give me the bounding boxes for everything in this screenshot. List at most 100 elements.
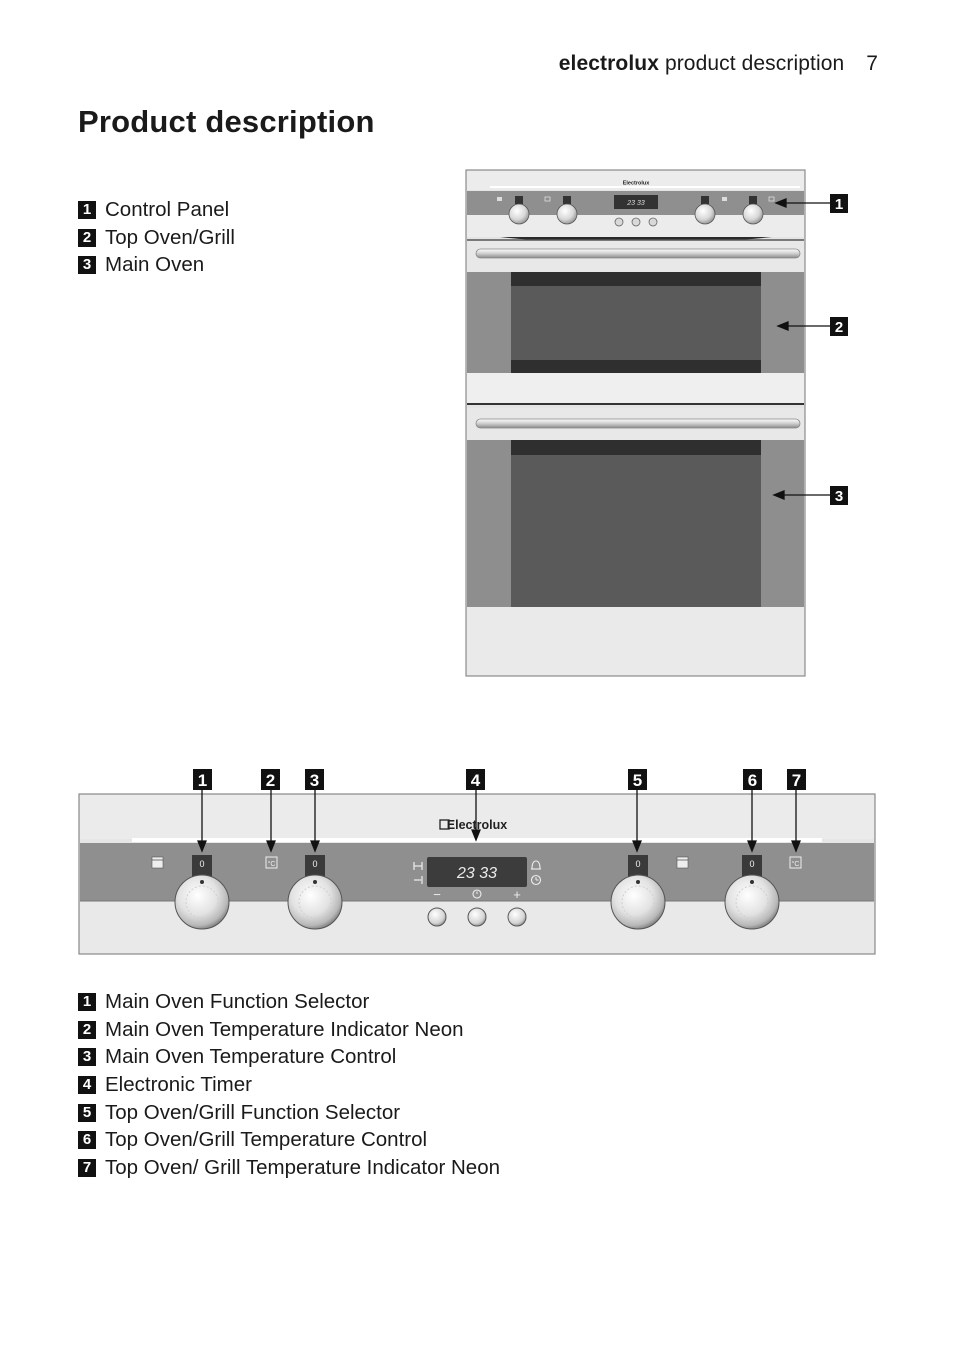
control-knob <box>556 196 578 225</box>
legend-number-badge: 1 <box>78 992 96 1011</box>
legend-label: Main Oven Function Selector <box>105 989 370 1013</box>
legend-number-badge: 7 <box>78 1158 96 1177</box>
svg-text:0: 0 <box>635 859 640 869</box>
oven-parts-legend: 1 Control Panel 2 Top Oven/Grill 3 Main Ove… <box>78 196 235 279</box>
svg-text:1: 1 <box>198 771 207 790</box>
legend-label: Electronic Timer <box>105 1072 252 1096</box>
callout-badge: 6 <box>743 769 762 790</box>
legend-item: 3 Main Oven Temperature Control <box>78 1043 500 1071</box>
oven-function-icon <box>497 197 502 201</box>
control-panel-illustration: Electrolux °C °C 0 0 0 0 23 33 <box>78 769 876 955</box>
page-header: electrolux product description 7 <box>559 52 878 76</box>
legend-label: Top Oven/Grill Function Selector <box>105 1100 401 1124</box>
legend-number-badge: 3 <box>78 1048 96 1067</box>
legend-label: Top Oven/Grill Temperature Control <box>105 1128 428 1152</box>
control-knob <box>742 196 764 225</box>
legend-number-badge: 2 <box>78 1020 96 1039</box>
timer-plus-button <box>507 907 527 927</box>
clock-icon <box>530 874 542 886</box>
legend-label: Main Oven <box>105 253 205 277</box>
callout-badge: 1 <box>193 769 212 790</box>
legend-number-badge: 2 <box>78 228 96 247</box>
svg-text:3: 3 <box>835 488 843 505</box>
control-knob <box>508 196 530 225</box>
callout-badge: 5 <box>628 769 647 790</box>
thermometer-icon <box>544 196 551 202</box>
callout-badge: 4 <box>466 769 485 790</box>
legend-item: 7 Top Oven/ Grill Temperature Indicator N… <box>78 1154 500 1182</box>
legend-item: 3 Main Oven <box>78 251 235 279</box>
svg-text:3: 3 <box>310 771 319 790</box>
grill-function-icon <box>722 197 727 201</box>
oven-illustration: Electrolux 23 33 1 2 3 <box>465 169 848 677</box>
svg-text:°C: °C <box>268 860 276 868</box>
header-brand: electrolux <box>558 52 659 75</box>
top-oven-window <box>511 272 761 373</box>
svg-text:°C: °C <box>792 860 800 868</box>
legend-label: Main Oven Temperature Control <box>105 1045 397 1069</box>
main-oven-window <box>511 440 761 607</box>
page-title: Product description <box>78 104 375 139</box>
legend-number-badge: 3 <box>78 256 96 275</box>
legend-number-badge: 4 <box>78 1075 96 1094</box>
oven-brand-label: Electrolux <box>623 181 651 187</box>
panel-brand-label: Electrolux <box>447 818 507 832</box>
legend-item: 4 Electronic Timer <box>78 1071 500 1099</box>
callout-badge: 3 <box>830 486 848 505</box>
legend-number-badge: 6 <box>78 1131 96 1150</box>
main-oven-handle <box>475 418 801 429</box>
thermometer-icon: °C <box>789 856 802 869</box>
top-oven-handle <box>475 248 801 259</box>
legend-number-badge: 1 <box>78 200 96 219</box>
legend-label: Top Oven/Grill <box>105 225 235 249</box>
svg-text:5: 5 <box>633 771 642 790</box>
timer-button <box>631 217 641 227</box>
legend-number-badge: 5 <box>78 1103 96 1122</box>
svg-text:7: 7 <box>792 771 801 790</box>
main-oven-function-knob: 0 <box>174 855 230 930</box>
thermometer-icon <box>768 196 775 202</box>
timer-duration-icon <box>413 862 423 870</box>
svg-text:0: 0 <box>312 859 317 869</box>
callout-badge: 3 <box>305 769 324 790</box>
legend-item: 5 Top Oven/Grill Function Selector <box>78 1099 500 1127</box>
timer-button <box>614 217 624 227</box>
oven-function-icon <box>151 856 164 869</box>
top-oven-function-knob: 0 <box>610 855 666 930</box>
page-number: 7 <box>866 52 878 75</box>
timer-display-small-text: 23 33 <box>626 200 645 207</box>
svg-text:2: 2 <box>835 319 843 336</box>
main-oven-temperature-knob: 0 <box>287 855 343 930</box>
svg-text:6: 6 <box>748 771 757 790</box>
timer-minus-button <box>427 907 447 927</box>
svg-text:4: 4 <box>471 771 481 790</box>
timer-button <box>648 217 658 227</box>
header-section: product description <box>664 52 845 75</box>
svg-text:0: 0 <box>199 859 204 869</box>
legend-item: 1 Main Oven Function Selector <box>78 988 500 1016</box>
clock-icon <box>472 889 482 899</box>
control-knob <box>694 196 716 225</box>
brand-logo-icon <box>439 819 450 830</box>
top-oven-temperature-knob: 0 <box>724 855 780 930</box>
callout-badge: 1 <box>830 194 848 213</box>
svg-text:0: 0 <box>749 859 754 869</box>
svg-text:2: 2 <box>266 771 275 790</box>
legend-item: 6 Top Oven/Grill Temperature Control <box>78 1126 500 1154</box>
timer-end-icon <box>414 876 423 884</box>
legend-item: 1 Control Panel <box>78 196 235 224</box>
legend-item: 2 Top Oven/Grill <box>78 224 235 252</box>
timer-clock-button <box>467 907 487 927</box>
callout-badge: 7 <box>787 769 806 790</box>
bell-icon <box>531 860 541 870</box>
timer-display-text: 23 33 <box>456 865 497 882</box>
legend-label: Top Oven/ Grill Temperature Indicator Ne… <box>105 1155 501 1179</box>
electronic-timer-display: 23 33 <box>427 857 527 887</box>
thermometer-icon: °C <box>265 856 278 869</box>
legend-label: Control Panel <box>105 197 230 221</box>
timer-display-small <box>614 195 658 209</box>
legend-label: Main Oven Temperature Indicator Neon <box>105 1017 464 1041</box>
minus-icon: − <box>433 887 441 902</box>
legend-item: 2 Main Oven Temperature Indicator Neon <box>78 1016 500 1044</box>
